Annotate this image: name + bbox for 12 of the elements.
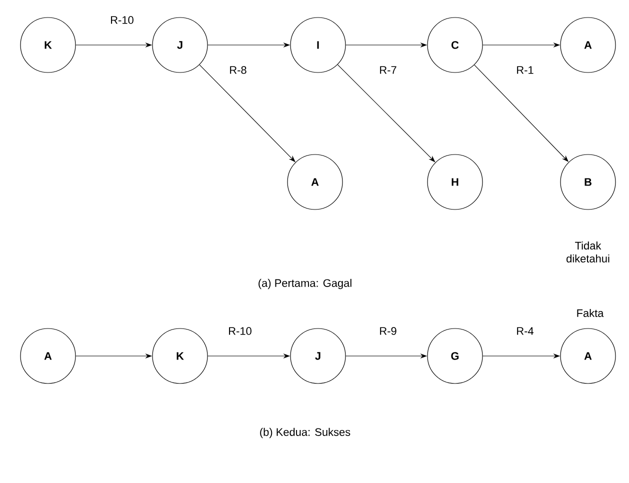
edge-label: R-10 <box>109 15 135 25</box>
edge-label: R-7 <box>378 65 398 75</box>
edge-label: R-1 <box>515 65 535 75</box>
edge-label: R-8 <box>228 65 248 75</box>
node-note: Tidak diketahui <box>566 242 610 262</box>
edge-label: R-10 <box>227 326 253 336</box>
caption: (b) Kedua: Sukses <box>260 428 350 438</box>
edge-label: R-9 <box>378 326 398 336</box>
arrow <box>337 64 436 162</box>
caption: (a) Pertama: Gagal <box>258 278 352 290</box>
node-note: Fakta <box>577 308 604 318</box>
edge-label: R-4 <box>515 326 535 336</box>
